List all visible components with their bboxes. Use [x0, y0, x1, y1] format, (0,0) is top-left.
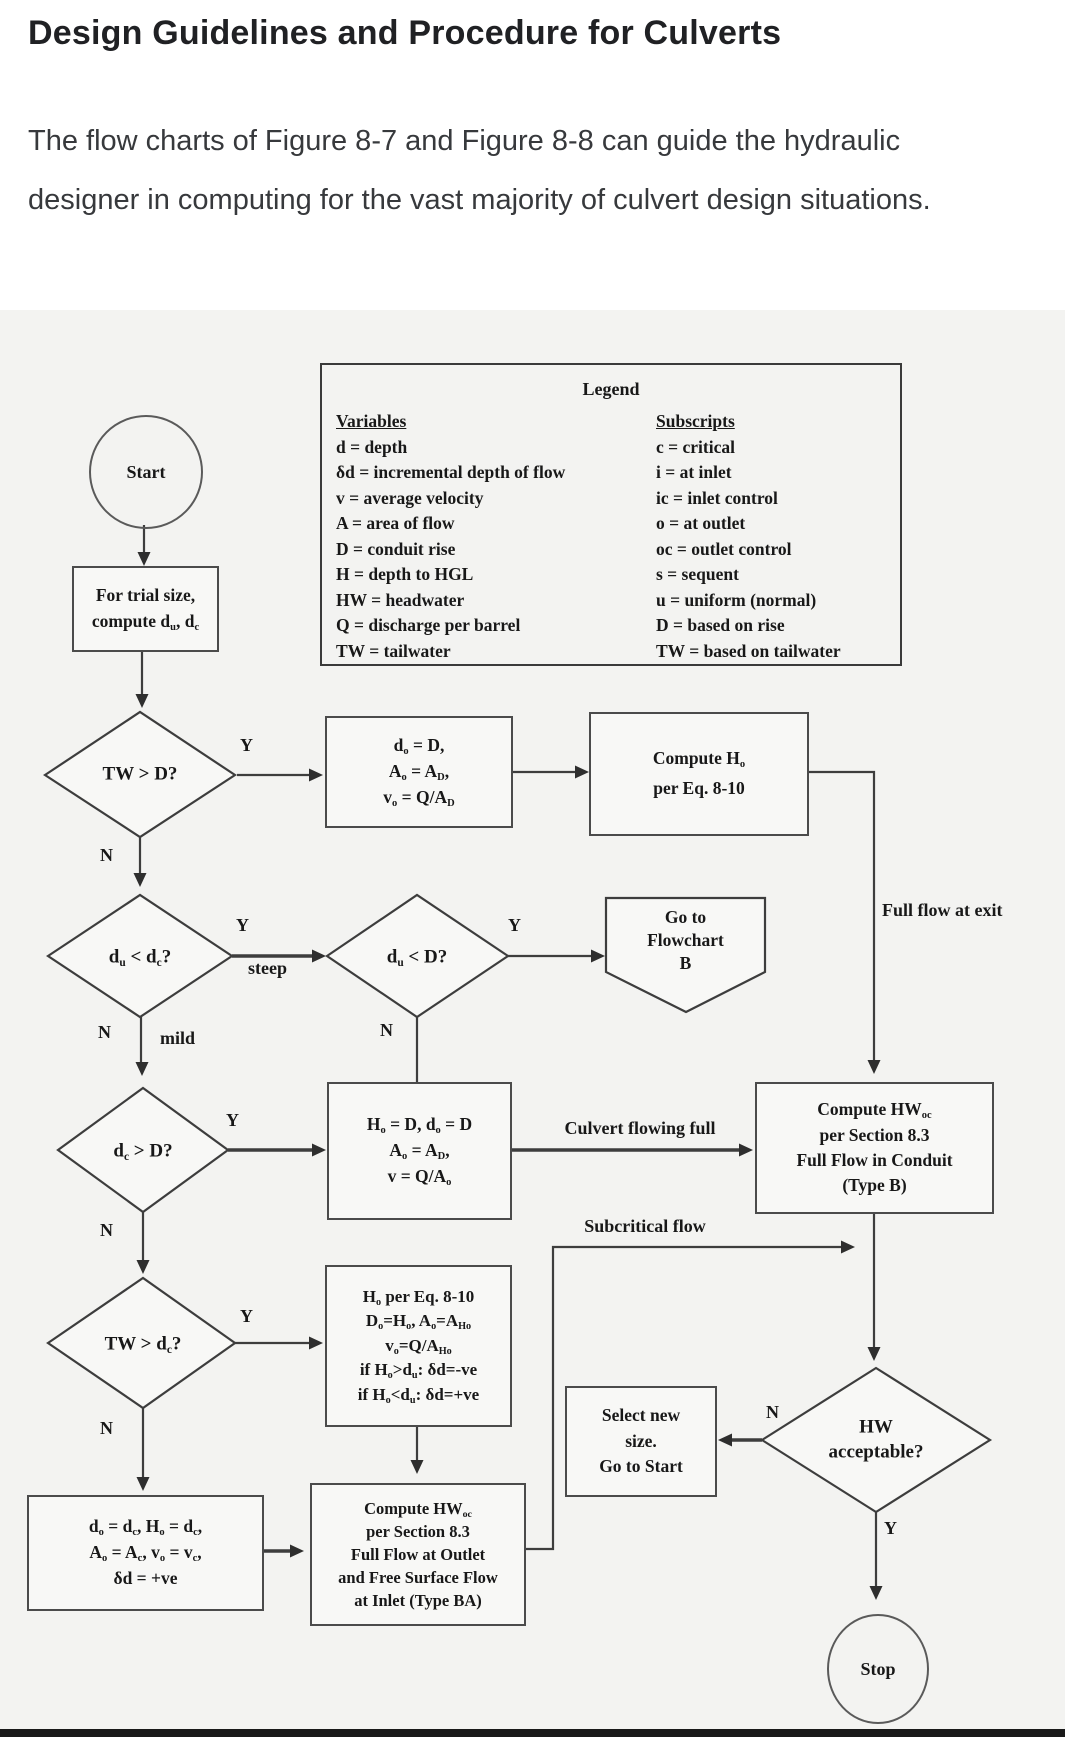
branch-label-no: N: [100, 845, 113, 865]
branch-label-steep: steep: [248, 958, 287, 978]
intro-paragraph: The flow charts of Figure 8-7 and Figure…: [28, 125, 931, 216]
decision-shape-dc-gt-d: [56, 1086, 230, 1214]
type-ba-box: Compute HWoc per Section 8.3 Full Flow a…: [310, 1483, 526, 1626]
legend-variable-item: HW = headwater: [336, 589, 465, 610]
stop-label: Stop: [860, 1658, 896, 1679]
branch-label-yes: Y: [240, 735, 253, 755]
legend-subscript-item: D = based on rise: [656, 615, 785, 635]
branch-label-no: N: [766, 1402, 779, 1422]
goto-flowchart-b: Go to Flowchart B: [647, 907, 724, 973]
decision-dc-gt-d: dc > D?: [113, 1140, 173, 1163]
branch-label-yes: Y: [236, 915, 249, 935]
bottom-bar: [0, 1729, 1065, 1737]
branch-label-no: N: [100, 1220, 113, 1240]
legend-subscript-item: c = critical: [656, 436, 735, 457]
legend-variable-item: H = depth to HGL: [336, 564, 474, 584]
type-b-box: Compute HWoc per Section 8.3 Full Flow i…: [755, 1082, 994, 1214]
branch-label-yes: Y: [240, 1306, 253, 1326]
decision-shape-tw-gt-dc: [46, 1276, 237, 1410]
decision-shape-du-lt-d: [325, 893, 510, 1019]
ho-eq810-box: Ho per Eq. 8-10 Do=Ho, Ao=AHo vo=Q/AHo i…: [325, 1265, 512, 1427]
decision-tw-gt-d: TW > D?: [102, 763, 178, 785]
start-label: Start: [126, 461, 166, 482]
label-full-flow-at-exit: Full flow at exit: [882, 900, 1003, 920]
legend-variable-item: A = area of flow: [336, 513, 455, 533]
offpage-shape-flowchart-b: [604, 896, 767, 1014]
start-node: Start: [89, 415, 203, 529]
branch-label-yes: Y: [508, 915, 521, 935]
decision-du-lt-d: du < D?: [386, 946, 448, 969]
legend-subscript-item: o = at outlet: [656, 513, 746, 533]
legend-title: Legend: [582, 379, 640, 399]
legend-variable-item: v = average velocity: [336, 487, 484, 508]
legend-variable-item: Q = discharge per barrel: [336, 615, 521, 635]
connector-full-flow-exit: [805, 770, 876, 1061]
legend-variable-item: TW = tailwater: [336, 640, 451, 661]
legend-subscript-item: s = sequent: [656, 564, 739, 584]
decision-hw-acceptable: HW acceptable?: [828, 1416, 924, 1462]
branch-label-no: N: [100, 1418, 113, 1438]
label-culvert-flowing-full: Culvert flowing full: [564, 1118, 716, 1138]
branch-label-no: N: [98, 1022, 111, 1042]
legend-subscript-item: u = uniform (normal): [656, 589, 817, 610]
compute-ho-box: Compute Ho per Eq. 8-10: [589, 712, 809, 836]
branch-label-mild: mild: [160, 1028, 196, 1048]
branch-label-yes: Y: [226, 1110, 239, 1130]
legend-subscripts-column: Subscripts c = critical i = at inlet ic …: [656, 409, 841, 664]
decision-du-lt-dc: du < dc?: [108, 946, 172, 969]
legend-variable-item: D = conduit rise: [336, 538, 456, 559]
legend-subscript-item: ic = inlet control: [656, 487, 778, 508]
legend-subscript-item: TW = based on tailwater: [656, 640, 841, 661]
decision-tw-gt-dc: TW > dc?: [104, 1333, 182, 1356]
trial-size-box: For trial size, compute du, dc: [72, 566, 219, 652]
decision-shape-hw-acceptable: [759, 1366, 993, 1514]
legend-variables-header: Variables: [336, 411, 407, 431]
legend-subscripts-header: Subscripts: [656, 411, 735, 431]
legend-variables-column: Variables d = depth δd = incremental dep…: [336, 409, 565, 664]
connector-subcritical: [522, 1245, 842, 1551]
branch-label-no: N: [380, 1020, 393, 1040]
branch-label-yes: Y: [884, 1518, 897, 1538]
legend-subscript-item: i = at inlet: [656, 462, 732, 482]
legend-variable-item: δd = incremental depth of flow: [336, 462, 566, 482]
page-title: Design Guidelines and Procedure for Culv…: [28, 14, 782, 52]
full-outlet-box: do = D, Ao = AD, vo = Q/AD: [325, 716, 513, 828]
legend-variable-item: d = depth: [336, 436, 408, 457]
select-new-size-box: Select new size. Go to Start: [565, 1386, 717, 1497]
conduit-full-box: Ho = D, do = D Ao = AD, v = Q/Ao: [327, 1082, 512, 1220]
stop-node: Stop: [827, 1614, 929, 1724]
decision-shape-tw-gt-d: [42, 710, 238, 839]
critical-outlet-box: do = dc, Ho = dc, Ao = Ac, vo = vc, δd =…: [27, 1495, 264, 1611]
decision-shape-du-lt-dc: [46, 893, 234, 1019]
legend-subscript-item: oc = outlet control: [656, 538, 792, 559]
legend-box: Legend Variables d = depth δd = incremen…: [320, 363, 902, 666]
label-subcritical-flow: Subcritical flow: [584, 1216, 706, 1236]
